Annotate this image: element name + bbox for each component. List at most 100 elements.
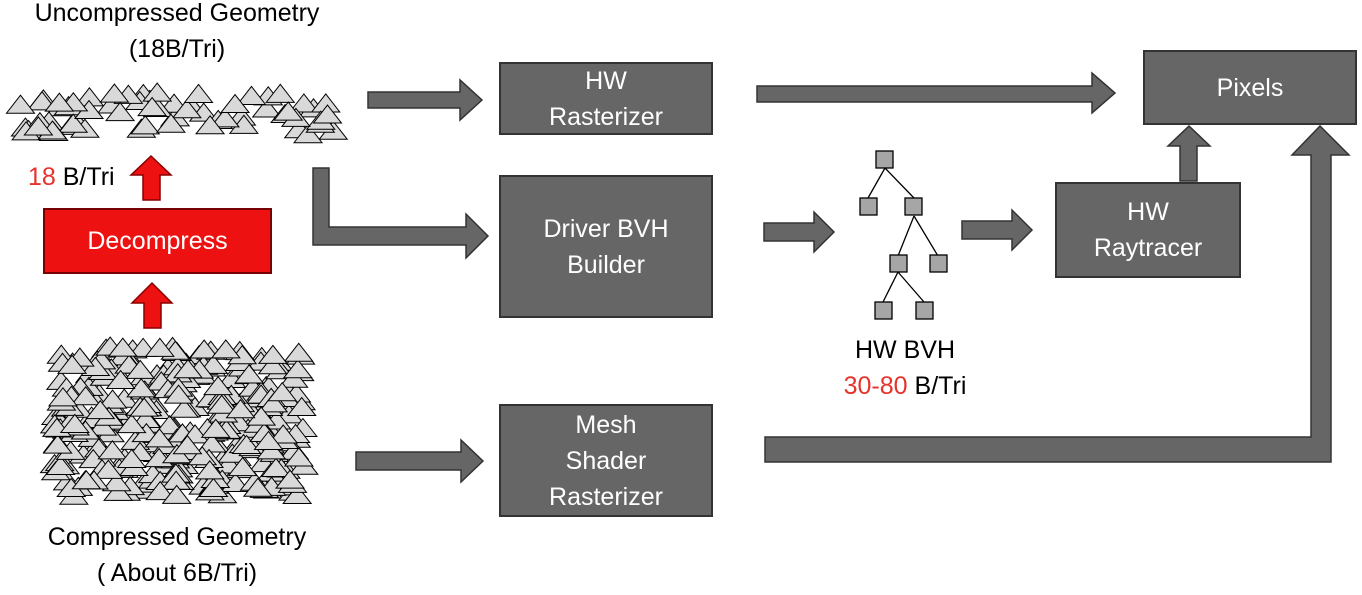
triangle-mark bbox=[44, 92, 75, 112]
triangle-mark bbox=[273, 101, 304, 121]
triangle-mark bbox=[265, 83, 296, 103]
triangle-mark bbox=[129, 397, 160, 417]
arrow-geometry-to-rasterizer bbox=[367, 78, 484, 122]
hw-raytracer-box: HW Raytracer bbox=[1055, 182, 1241, 278]
triangle-mark bbox=[312, 104, 343, 124]
driver-bvh-line1: Driver BVH bbox=[543, 214, 669, 243]
triangle-mark bbox=[87, 416, 118, 436]
triangle-mark bbox=[258, 393, 289, 413]
arrow-mesh-to-pixels bbox=[764, 124, 1351, 463]
bvh-tree-icon bbox=[859, 150, 948, 320]
triangle-mark bbox=[145, 480, 176, 501]
mesh-line1: Mesh bbox=[575, 410, 637, 439]
compressed-triangles bbox=[39, 336, 319, 505]
driver-bvh-line2: Builder bbox=[567, 250, 645, 279]
compressed-rate: ( About 6B/Tri) bbox=[96, 559, 258, 587]
triangle-mark bbox=[210, 339, 241, 359]
uncompressed-title: Uncompressed Geometry bbox=[34, 0, 320, 27]
hw-rasterizer-box: HW Rasterizer bbox=[499, 62, 713, 135]
triangle-mark bbox=[57, 354, 88, 374]
triangle-mark bbox=[23, 116, 54, 136]
triangle-mark bbox=[71, 469, 102, 490]
triangle-mark bbox=[45, 455, 76, 475]
triangle-mark bbox=[93, 459, 124, 479]
triangle-mark bbox=[107, 337, 138, 357]
triangle-mark bbox=[227, 456, 258, 477]
triangle-mark bbox=[42, 434, 73, 454]
hw-rasterizer-line2: Rasterizer bbox=[549, 102, 663, 131]
triangle-mark bbox=[144, 337, 175, 357]
triangle-mark bbox=[99, 83, 130, 103]
triangle-mark bbox=[200, 418, 231, 438]
arrow-compressed-to-decompress bbox=[130, 281, 174, 329]
triangle-mark bbox=[274, 469, 306, 489]
triangle-mark bbox=[142, 82, 173, 102]
hw-bvh-label: HW BVH 30-80 B/Tri bbox=[820, 332, 990, 404]
left-rate-unit: B/Tri bbox=[55, 163, 115, 191]
hw-raytracer-line1: HW bbox=[1127, 198, 1169, 226]
triangle-mark bbox=[172, 434, 203, 455]
left-rate-value: 18 bbox=[28, 163, 56, 191]
arrow-bvh-to-raytracer bbox=[961, 208, 1034, 252]
triangle-mark bbox=[161, 484, 192, 504]
triangle-mark bbox=[130, 115, 161, 135]
triangle-mark bbox=[282, 484, 313, 505]
triangle-mark bbox=[209, 108, 240, 128]
triangle-mark bbox=[59, 413, 90, 433]
triangle-mark bbox=[246, 406, 277, 426]
triangle-mark bbox=[283, 447, 314, 467]
triangle-mark bbox=[183, 83, 214, 103]
triangle-mark bbox=[282, 358, 313, 379]
triangle-mark bbox=[97, 389, 128, 409]
triangle-mark bbox=[105, 101, 136, 122]
triangle-mark bbox=[293, 123, 324, 144]
arrow-geometry-to-bvh-builder bbox=[312, 167, 490, 260]
triangle-mark bbox=[101, 471, 132, 492]
triangle-mark bbox=[163, 384, 194, 404]
triangle-mark bbox=[172, 358, 204, 379]
decompress-label: Decompress bbox=[87, 227, 228, 255]
uncompressed-geometry-label: Uncompressed Geometry (18B/Tri) bbox=[0, 0, 354, 67]
triangle-mark bbox=[286, 396, 317, 417]
triangle-mark bbox=[169, 398, 200, 418]
triangle-mark bbox=[116, 448, 147, 468]
hw-rasterizer-line1: HW bbox=[585, 66, 627, 95]
triangle-mark bbox=[125, 359, 156, 379]
triangle-mark bbox=[267, 381, 298, 402]
triangle-mark bbox=[231, 434, 262, 455]
triangle-mark bbox=[257, 344, 288, 364]
uncompressed-triangles bbox=[5, 82, 349, 144]
compressed-geometry-label: Compressed Geometry ( About 6B/Tri) bbox=[0, 519, 354, 591]
triangle-mark bbox=[196, 433, 227, 453]
triangle-mark bbox=[236, 85, 267, 105]
triangle-mark bbox=[103, 481, 134, 501]
pixels-label: Pixels bbox=[1216, 73, 1284, 102]
triangle-mark bbox=[198, 477, 229, 498]
mesh-line3: Rasterizer bbox=[549, 482, 663, 511]
triangle-mark bbox=[268, 424, 299, 444]
pixels-box: Pixels bbox=[1143, 50, 1357, 125]
triangle-mark bbox=[257, 354, 288, 375]
triangle-mark bbox=[171, 98, 202, 119]
triangle-mark bbox=[70, 385, 101, 406]
triangle-mark bbox=[206, 394, 237, 414]
triangle-mark bbox=[195, 114, 226, 135]
hw-bvh-value: 30-80 bbox=[843, 372, 908, 400]
triangle-mark bbox=[283, 342, 314, 362]
arrow-decompress-to-uncompressed bbox=[129, 154, 173, 201]
triangle-mark bbox=[5, 94, 36, 114]
triangle-mark bbox=[187, 445, 218, 466]
triangle-mark bbox=[155, 113, 186, 133]
triangle-mark bbox=[203, 375, 234, 396]
hw-raytracer-line2: Raytracer bbox=[1093, 234, 1203, 262]
mesh-line2: Shader bbox=[565, 446, 647, 475]
triangle-mark bbox=[253, 430, 284, 450]
triangle-mark bbox=[225, 398, 256, 419]
decompress-box: Decompress bbox=[43, 208, 272, 274]
compressed-title: Compressed Geometry bbox=[47, 523, 307, 551]
driver-bvh-builder-box: Driver BVH Builder bbox=[499, 175, 713, 318]
arrow-bvh-builder-to-bvh bbox=[763, 210, 836, 254]
triangle-mark bbox=[47, 387, 78, 407]
